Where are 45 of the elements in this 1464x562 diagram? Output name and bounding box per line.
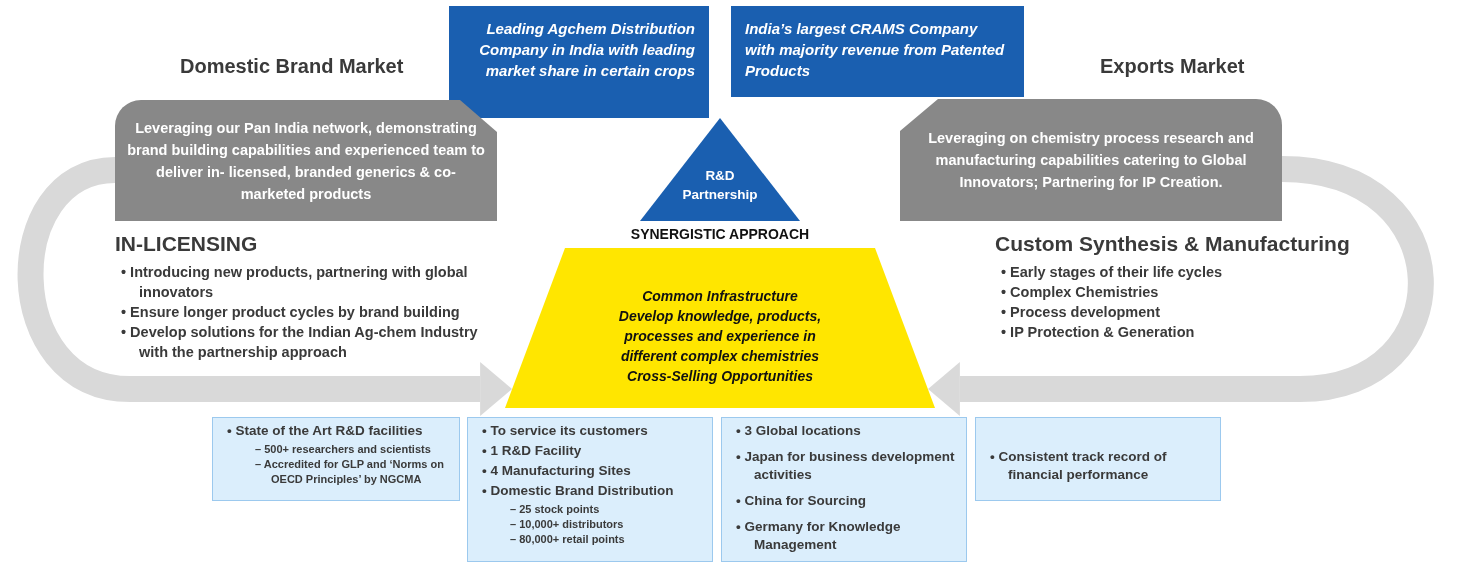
info-panel bbox=[900, 99, 1282, 221]
bullet-item: • State of the Art R&D facilities bbox=[227, 422, 424, 440]
sub-bullet-item: – 10,000+ distributors bbox=[510, 517, 625, 532]
section-heading: Exports Market bbox=[1100, 55, 1245, 78]
section-heading: IN-LICENSING bbox=[115, 232, 259, 256]
bullet-item: • Develop solutions for the Indian Ag-chem Industry with the partnership approach bbox=[120, 323, 479, 362]
highlight-box bbox=[449, 6, 709, 118]
info-box bbox=[721, 417, 967, 562]
bullet-item: • Early stages of their life cycles bbox=[1000, 263, 1224, 282]
info-box bbox=[467, 417, 713, 562]
bullet-item: • 3 Global locations bbox=[736, 422, 862, 440]
curved-arrow bbox=[927, 156, 1434, 416]
box-text: India’s largest CRAMS Company with majority revenue from Patented Products bbox=[745, 19, 1006, 81]
section-heading: Custom Synthesis & Manufacturing bbox=[995, 232, 1351, 256]
highlight-box bbox=[731, 6, 1024, 97]
bullet-item: • Domestic Brand Distribution bbox=[482, 482, 675, 500]
bullet-item: • Consistent track record of financial performance bbox=[990, 448, 1168, 484]
sub-bullet-item: – 80,000+ retail points bbox=[510, 532, 626, 547]
sub-bullet-item: – 25 stock points bbox=[510, 502, 601, 517]
bullet-item: • Complex Chemistries bbox=[1000, 283, 1160, 302]
info-panel bbox=[115, 100, 497, 221]
bullet-item: • Introducing new products, partnering with global innovators bbox=[120, 263, 469, 302]
section-heading: Domestic Brand Market bbox=[180, 55, 404, 78]
info-box bbox=[975, 417, 1221, 501]
bullet-item: • Process development bbox=[1000, 303, 1161, 322]
sub-bullet-item: – 500+ researchers and scientists bbox=[255, 442, 432, 457]
box-text: Leveraging our Pan India network, demonstrating brand building capabilities and experienced team to deliver in- licensed, branded generics & co-marketed products bbox=[126, 118, 486, 204]
bullet-item: • To service its customers bbox=[482, 422, 649, 440]
bullet-item: • Ensure longer product cycles by brand building bbox=[120, 303, 461, 322]
bullet-item: • Japan for business development activities bbox=[736, 448, 956, 484]
sub-bullet-item: – Accredited for GLP and ‘Norms on OECD Principles’ by NGCMA bbox=[255, 457, 445, 487]
caption-text: SYNERGISTIC APPROACH bbox=[629, 226, 811, 242]
box-text: Develop knowledge, products, processes and experience in different complex chemistries bbox=[617, 307, 823, 366]
curved-arrow bbox=[17, 157, 513, 416]
box-text: Cross-Selling Opportunities bbox=[626, 367, 814, 386]
bullet-item: • China for Sourcing bbox=[736, 492, 867, 510]
bullet-item: • 4 Manufacturing Sites bbox=[482, 462, 632, 480]
bullet-item: • Germany for Knowledge Management bbox=[736, 518, 902, 554]
box-text: Leading Agchem Distribution Company in India with leading market share in certain crops bbox=[478, 19, 695, 81]
box-text: R&D Partnership bbox=[681, 167, 759, 204]
box-text: Common Infrastructure bbox=[641, 287, 799, 306]
bullet-item: • IP Protection & Generation bbox=[1000, 323, 1196, 342]
box-text: Leveraging on chemistry process research and manufacturing capabilities catering to Global Innovators; Partnering for IP Creation. bbox=[927, 129, 1255, 192]
bullet-item: • 1 R&D Facility bbox=[482, 442, 583, 460]
info-box bbox=[212, 417, 460, 501]
